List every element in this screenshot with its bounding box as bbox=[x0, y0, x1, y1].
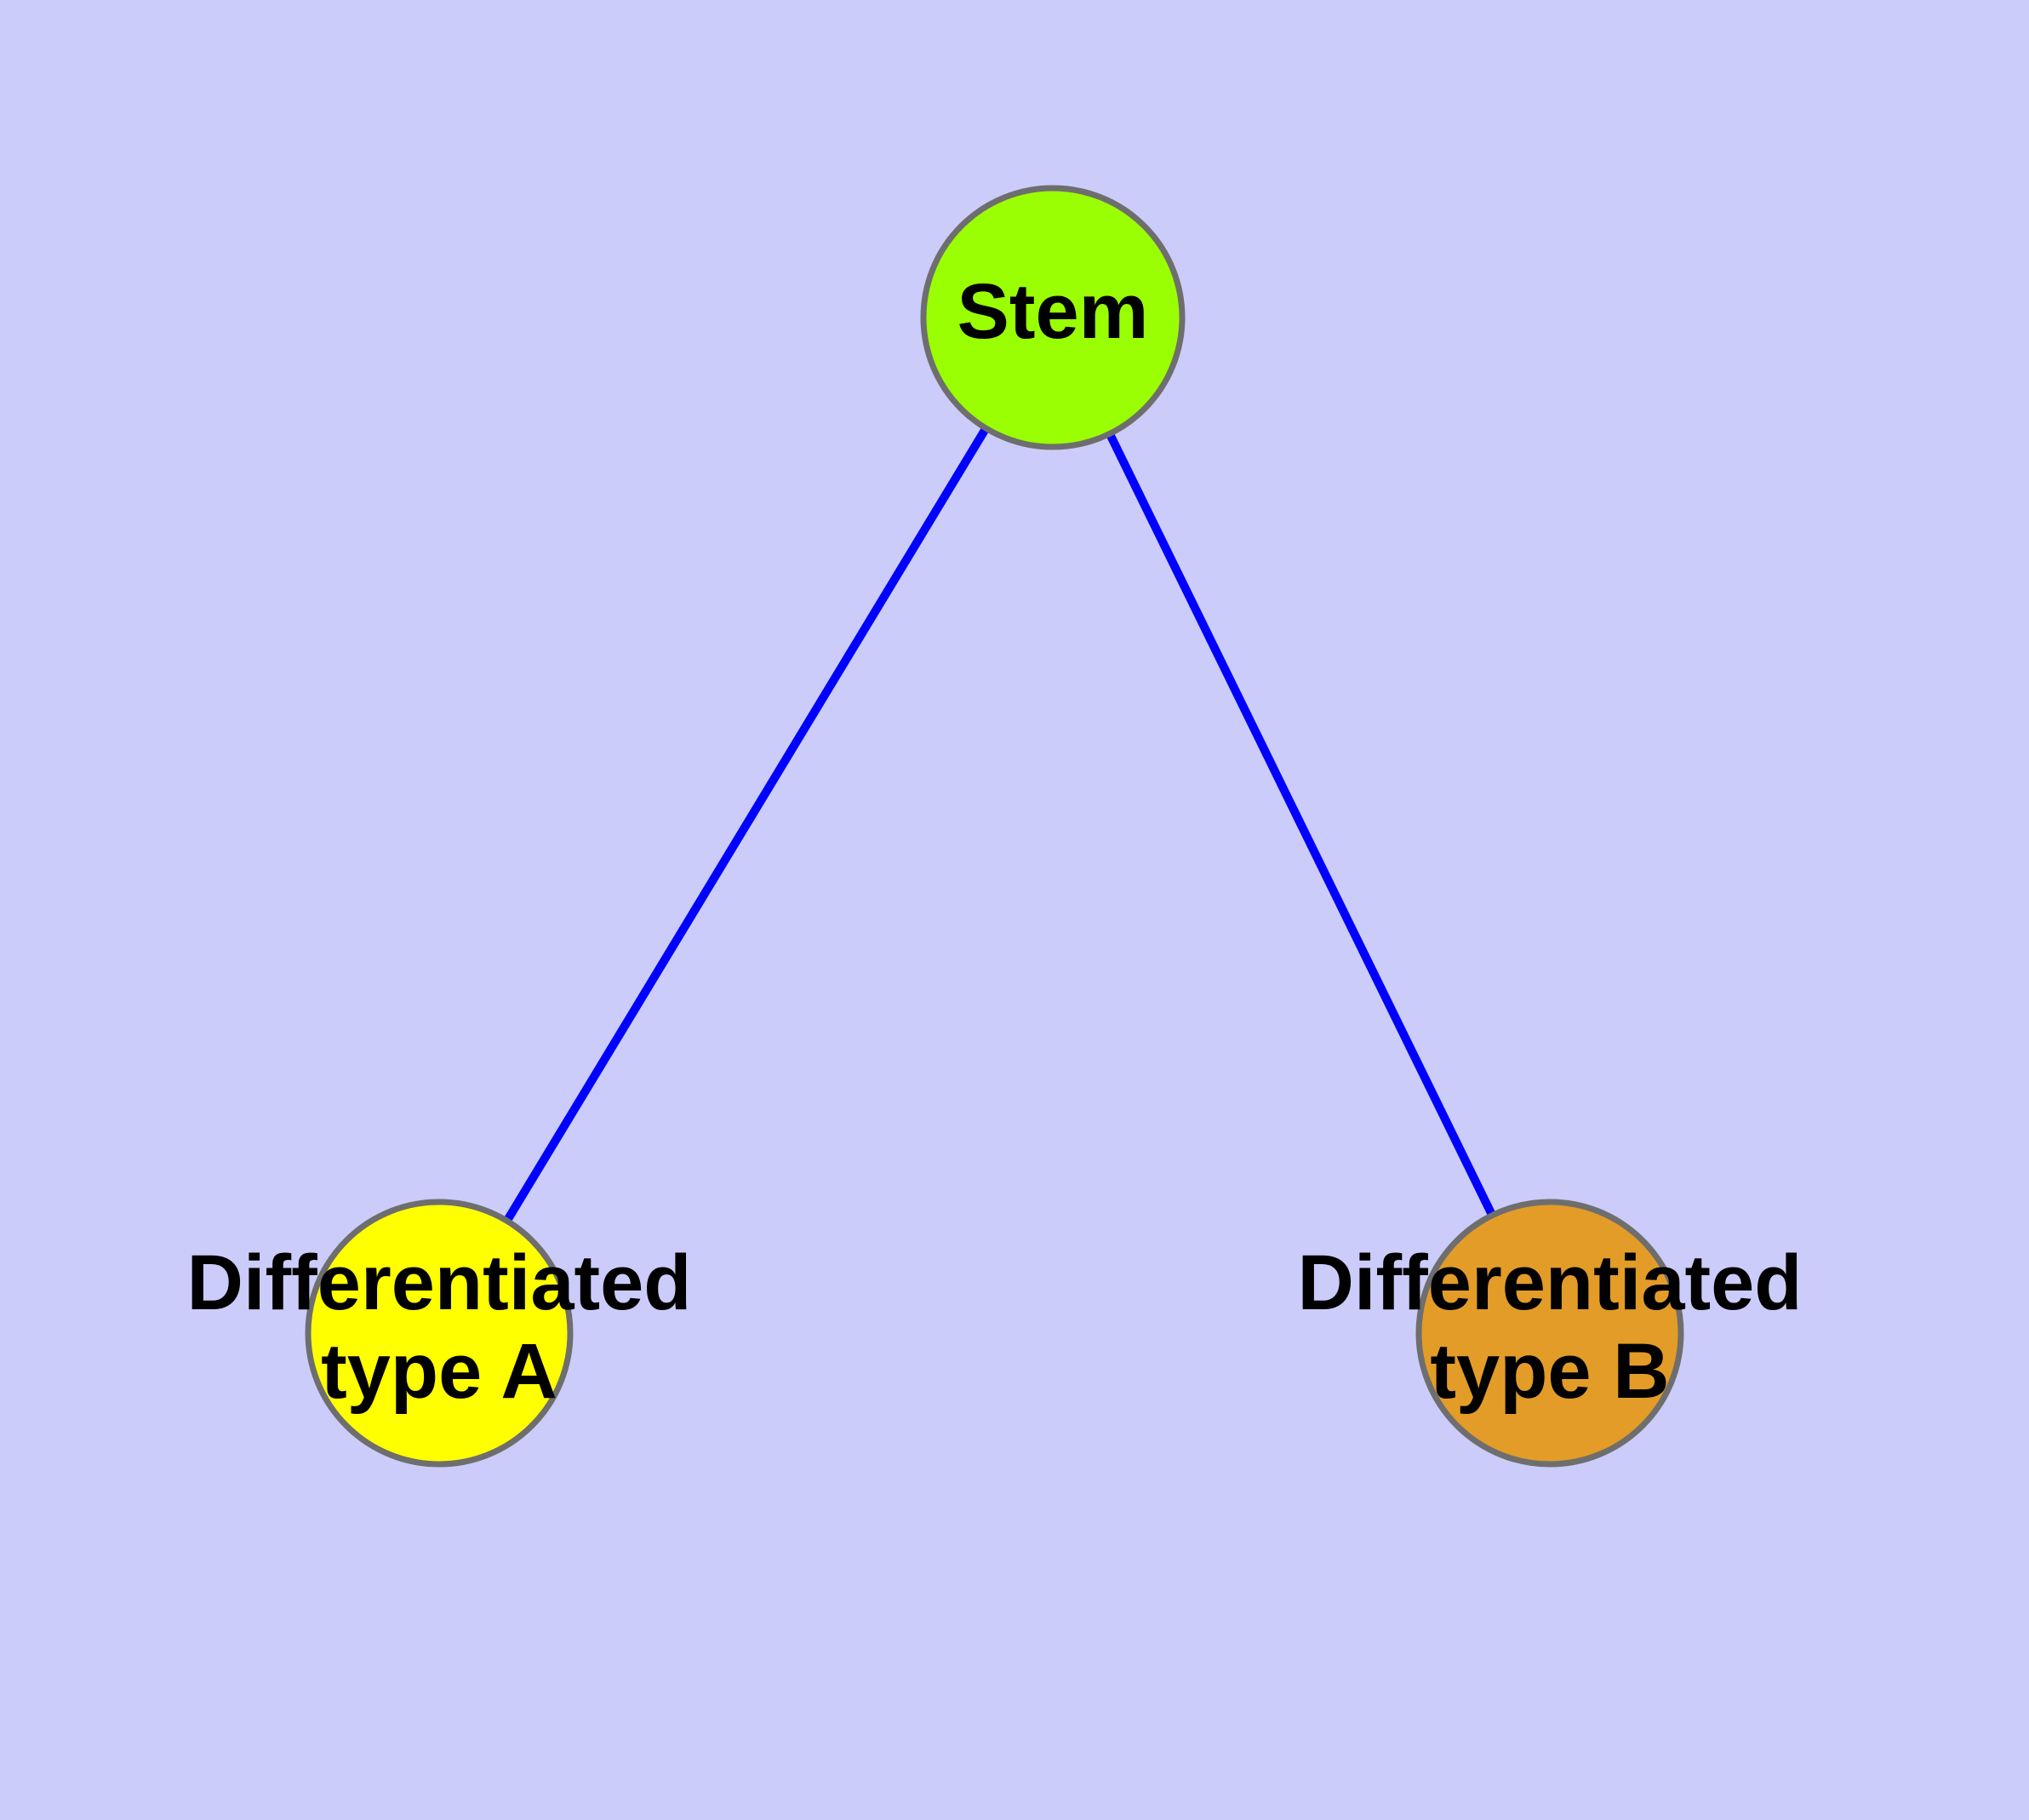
edge-stem-to-diff_a bbox=[502, 424, 991, 1225]
node-label-line: Stem bbox=[957, 268, 1149, 355]
nodes-layer bbox=[305, 185, 1684, 1468]
node-stem[interactable] bbox=[920, 185, 1186, 450]
node-diff_a[interactable] bbox=[305, 1199, 574, 1468]
edges-layer bbox=[502, 424, 1497, 1225]
edge-stem-to-diff_b bbox=[1105, 430, 1497, 1219]
node-label-line: Differentiated bbox=[1298, 1239, 1803, 1326]
node-label-line: Differentiated bbox=[187, 1239, 692, 1326]
node-diff_b[interactable] bbox=[1415, 1199, 1684, 1468]
node-label-stem: Stem bbox=[957, 268, 1149, 355]
node-label-line: type A bbox=[321, 1328, 557, 1415]
node-label-line: type B bbox=[1430, 1328, 1669, 1415]
